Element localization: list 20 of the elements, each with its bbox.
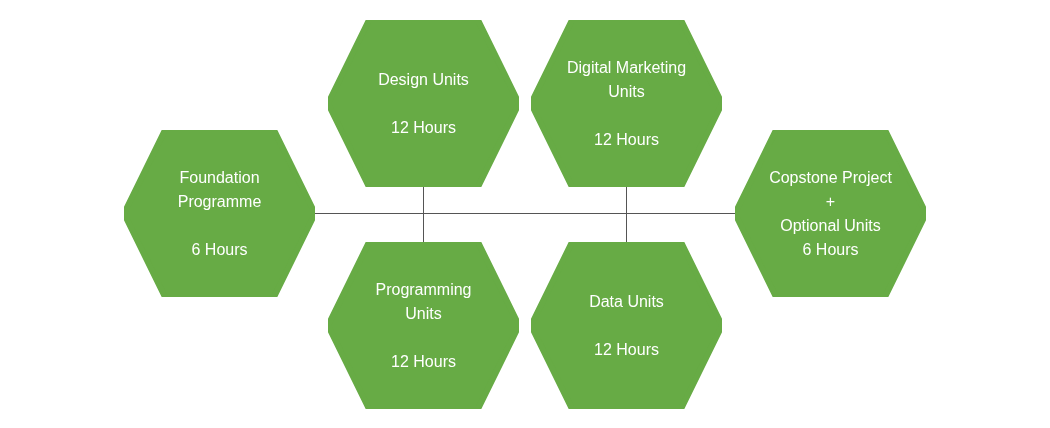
node-label: + (825, 191, 836, 212)
node-label: Design Units (378, 69, 469, 90)
hexagon-node (531, 20, 722, 187)
hexagon-node (328, 20, 519, 187)
node-label: Digital Marketing Units (565, 57, 688, 102)
node-label: 12 Hours (391, 117, 456, 138)
node-label: Optional Units (780, 215, 881, 236)
node-label: 12 Hours (391, 351, 456, 372)
hexagon-node (531, 242, 722, 409)
node-label: 12 Hours (594, 339, 659, 360)
node-label: 12 Hours (594, 129, 659, 150)
node-label: 6 Hours (191, 239, 248, 260)
node-label: 6 Hours (802, 239, 859, 260)
node-label: Copstone Project (769, 167, 892, 188)
node-label: Programming Units (374, 279, 473, 324)
node-label: Foundation Programme (176, 167, 263, 212)
hexagon-node (735, 130, 926, 297)
hexagon-node (124, 130, 315, 297)
node-label: Data Units (589, 291, 664, 312)
hexagon-node (328, 242, 519, 409)
